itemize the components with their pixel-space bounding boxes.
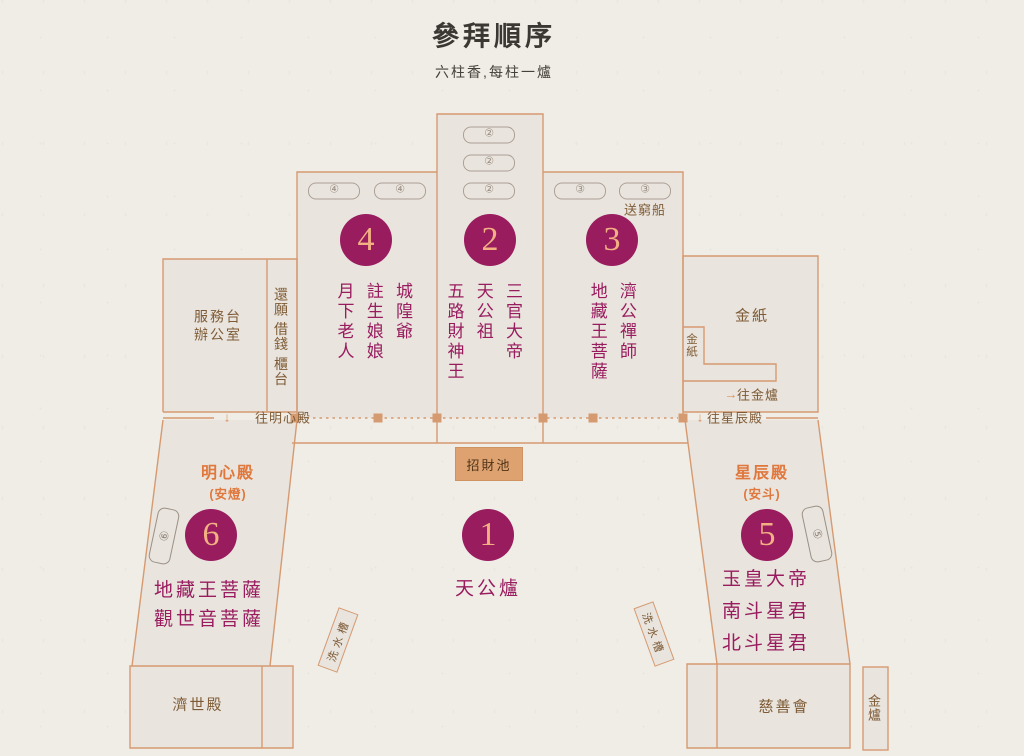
wealth-pool: 招財池 <box>455 447 523 481</box>
charity-hall-fill <box>687 664 850 748</box>
xingchen-hall-note: (安斗) <box>743 487 781 502</box>
incinerator-walls <box>862 666 889 751</box>
service-office-label: 服務台 辦公室 <box>194 308 242 343</box>
station-5-deities: 玉皇大帝 南斗星君 北斗星君 <box>721 569 811 654</box>
gold-paper-room-walls <box>682 255 819 413</box>
gold-paper-label: 金紙 <box>734 307 770 325</box>
service-office-walls <box>162 258 298 413</box>
incense-chip-2b: ② <box>463 154 515 172</box>
down-arrow-icon-left: ↓ <box>223 409 231 425</box>
to-incinerator-sign: 往金爐 <box>736 387 780 403</box>
to-mingxin-sign: 往明心殿 <box>254 410 312 426</box>
charity-hall-walls <box>686 663 851 749</box>
loan-counter-label: 還願 借錢 櫃台 <box>273 287 289 387</box>
hall-3-fill <box>543 172 683 418</box>
station-3-deities: 濟公禪師 地藏王菩薩 <box>587 282 636 382</box>
mingxin-hall-note: (安燈) <box>209 487 247 502</box>
hall-2-fill <box>437 114 543 418</box>
wealth-pool-label: 招財池 <box>466 457 512 473</box>
down-arrow-icon-right: ↓ <box>696 409 704 425</box>
service-office-fill <box>163 259 297 412</box>
station-6-badge: 6 <box>185 509 237 561</box>
gold-paper-room-fill <box>683 256 818 412</box>
station-1-badge: 1 <box>462 509 514 561</box>
incense-chip-3a: ③ <box>554 182 606 200</box>
station-6-deities: 地藏王菩薩 觀世音菩薩 <box>153 580 265 630</box>
xingchen-wing-walls <box>684 419 851 665</box>
station-5-badge: 5 <box>741 509 793 561</box>
incense-chip-3b: ③ <box>619 182 671 200</box>
page-subtitle: 六柱香,每柱一爐 <box>435 64 553 80</box>
jishi-hall-label: 濟世殿 <box>172 696 224 714</box>
poor-boat-label: 送窮船 <box>623 202 667 218</box>
xingchen-hall-name: 星辰殿 <box>734 465 790 482</box>
incense-chip-2c: ② <box>463 182 515 200</box>
gold-paper-small-label: 金紙 <box>685 333 697 358</box>
station-2-deities: 三官大帝 天公祖 五路財神王 <box>444 282 522 382</box>
station-4-badge: 4 <box>340 214 392 266</box>
incense-chip-4a: ④ <box>308 182 360 200</box>
right-arrow-icon: → <box>724 386 738 402</box>
corridor-markers <box>290 413 688 423</box>
jishi-hall-walls <box>129 665 294 749</box>
page-title: 參拜順序 <box>432 21 556 52</box>
to-xingchen-sign: 往星辰殿 <box>706 410 764 426</box>
incinerator-fill <box>863 667 888 750</box>
hall-4-fill <box>297 172 437 418</box>
charity-hall-label: 慈善會 <box>758 698 810 716</box>
incense-chip-2a: ② <box>463 126 515 144</box>
gold-paper-counter <box>683 326 777 382</box>
station-3-badge: 3 <box>586 214 638 266</box>
incense-chip-4b: ④ <box>374 182 426 200</box>
station-4-deities: 城隍爺 註生娘娘 月下老人 <box>334 282 412 362</box>
tag-6-number: ⑥ <box>156 529 172 543</box>
station-2-badge: 2 <box>464 214 516 266</box>
tag-5-number: ⑤ <box>809 527 825 541</box>
jishi-hall-fill <box>130 666 293 748</box>
incinerator-label: 金爐 <box>866 694 881 722</box>
mingxin-hall-name: 明心殿 <box>200 465 256 482</box>
mingxin-wing-walls <box>131 419 298 667</box>
station-1-label: 天公爐 <box>454 578 522 600</box>
hall-2-walls <box>436 113 544 443</box>
